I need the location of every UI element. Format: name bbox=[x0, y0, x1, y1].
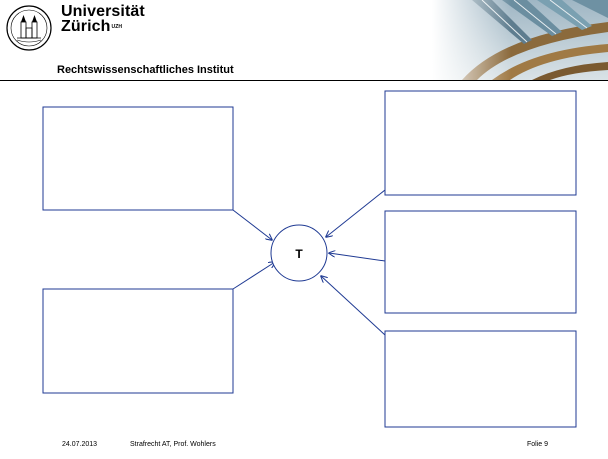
box-top-left bbox=[42, 106, 234, 211]
arrow-from-top-right bbox=[326, 189, 386, 237]
university-name-line2: ZürichUZH bbox=[61, 18, 145, 35]
arrow-from-bottom-left bbox=[232, 262, 275, 290]
slide-header: Universität ZürichUZH Rechtswissenschaft… bbox=[0, 0, 608, 81]
arrow-from-bottom-right bbox=[321, 276, 386, 336]
box-bottom-right bbox=[384, 330, 577, 428]
university-name-zurich: Zürich bbox=[61, 18, 111, 35]
header-divider bbox=[0, 80, 608, 81]
university-name-line1: Universität bbox=[61, 3, 145, 20]
university-mark: UZH bbox=[111, 24, 123, 30]
center-node-label: T bbox=[295, 247, 303, 261]
arrow-from-top-left bbox=[232, 209, 272, 240]
box-middle-right bbox=[384, 210, 577, 314]
box-top-right bbox=[384, 90, 577, 196]
footer-page-number: Folie 9 bbox=[527, 441, 549, 448]
footer-course: Strafrecht AT, Prof. Wohlers bbox=[130, 441, 216, 448]
center-node bbox=[270, 224, 328, 282]
box-bottom-left bbox=[42, 288, 234, 394]
university-name: Universität ZürichUZH bbox=[61, 3, 145, 35]
university-seal-icon bbox=[6, 5, 52, 51]
footer-date: 24.07.2013 bbox=[62, 441, 98, 448]
atrium-photo bbox=[432, 0, 608, 80]
institute-name: Rechtswissenschaftliches Institut bbox=[57, 64, 234, 76]
arrow-from-middle-right bbox=[329, 253, 386, 262]
